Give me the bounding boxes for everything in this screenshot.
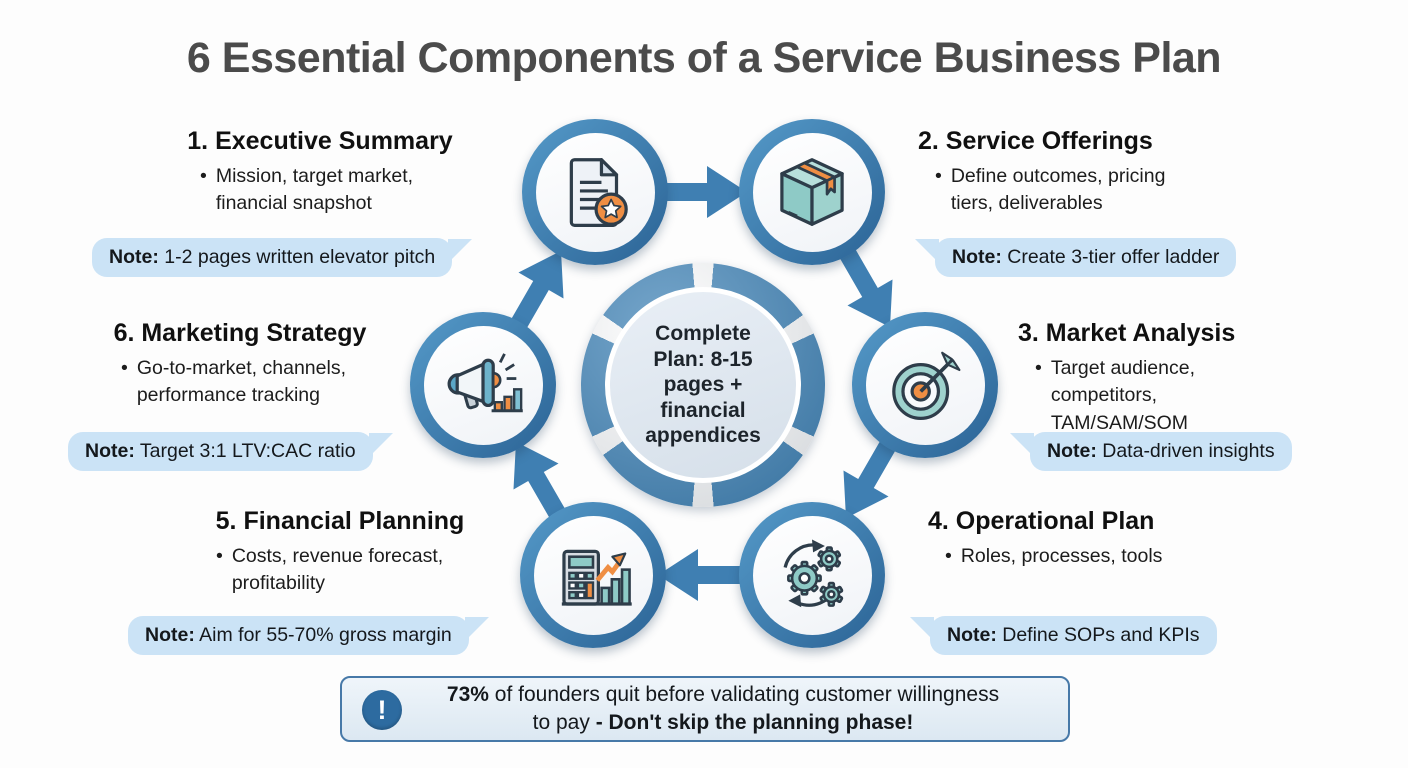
warning-line2: to pay — [532, 711, 596, 734]
warning-text: 73% of founders quit before validating c… — [342, 681, 1068, 738]
arrow-5-to-6-icon — [513, 441, 568, 523]
note-financial-planning: Note: Aim for 55-70% gross margin — [128, 616, 489, 655]
bullet-dot: • — [121, 356, 128, 379]
section-bullet: • Mission, target market, financial snaps… — [200, 163, 440, 218]
section-bullet: • Target audience, competitors, TAM/SAM/S… — [1018, 355, 1293, 438]
note-label: Note: — [1047, 440, 1097, 462]
section-bullet: • Costs, revenue forecast, profitability — [216, 543, 464, 598]
bullet-dot: • — [216, 544, 223, 567]
note-text: 1-2 pages written elevator pitch — [164, 246, 436, 268]
arrow-2-to-3-icon — [838, 246, 893, 328]
section-market-analysis: 3. Market Analysis • Target audience, com… — [1018, 319, 1378, 438]
section-executive-summary: 1. Executive Summary • Mission, target ma… — [140, 127, 500, 218]
megaphone-icon — [447, 353, 523, 413]
bullet-text: Define outcomes, pricing tiers, delivera… — [950, 164, 1166, 215]
bullet-dot: • — [945, 544, 952, 567]
note-label: Note: — [952, 246, 1002, 268]
node-operational-plan — [739, 502, 885, 648]
node-market-analysis — [852, 312, 998, 458]
page-title: 6 Essential Components of a Service Busi… — [186, 34, 1222, 82]
section-heading: 6. Marketing Strategy — [113, 319, 367, 347]
exclamation-icon: ! — [362, 690, 402, 730]
arrow-6-to-1-icon — [509, 250, 564, 332]
note-market-analysis: Note: Data-driven insights — [1010, 432, 1292, 471]
bullet-text: Roles, processes, tools — [960, 544, 1163, 567]
arrow-3-to-4-icon — [843, 437, 898, 519]
hub-inner-circle: Complete Plan: 8-15 pages + financial ap… — [605, 287, 801, 483]
note-label: Note: — [947, 624, 997, 646]
note-text: Target 3:1 LTV:CAC ratio — [139, 440, 356, 462]
node-inner — [865, 325, 985, 445]
bullet-dot: • — [200, 164, 207, 187]
warning-line1: of founders quit before validating custo… — [488, 682, 1000, 706]
bullet-text: Target audience, competitors, TAM/SAM/SO… — [1050, 356, 1196, 434]
note-text: Define SOPs and KPIs — [1002, 624, 1200, 646]
node-marketing-strategy — [410, 312, 556, 458]
node-executive-summary — [522, 119, 668, 265]
bullet-text: Mission, target market, financial snapsh… — [215, 164, 414, 215]
section-service-offerings: 2. Service Offerings • Define outcomes, p… — [918, 127, 1268, 218]
node-financial-planning — [520, 502, 666, 648]
section-heading: 3. Market Analysis — [1018, 319, 1236, 347]
note-text: Data-driven insights — [1102, 440, 1275, 462]
node-inner — [752, 132, 872, 252]
target-arrow-icon — [892, 351, 961, 420]
section-heading: 2. Service Offerings — [918, 127, 1153, 155]
section-marketing-strategy: 6. Marketing Strategy • Go-to-market, cha… — [60, 319, 420, 410]
section-heading: 5. Financial Planning — [215, 507, 465, 535]
hub-text: Complete Plan: 8-15 pages + financial ap… — [645, 321, 761, 448]
note-operational-plan: Note: Define SOPs and KPIs — [910, 616, 1217, 655]
bullet-text: Costs, revenue forecast, profitability — [231, 544, 444, 595]
note-label: Note: — [85, 440, 135, 462]
gears-process-icon — [783, 539, 844, 608]
bullet-dot: • — [935, 164, 942, 187]
arrow-4-to-5-icon — [658, 549, 746, 601]
section-heading: 4. Operational Plan — [928, 507, 1155, 535]
warning-banner: ! 73% of founders quit before validating… — [340, 676, 1070, 742]
warning-emphasis: - Don't skip the planning phase! — [595, 711, 914, 734]
document-star-icon — [569, 158, 628, 227]
section-heading: 1. Executive Summary — [187, 127, 453, 155]
section-bullet: • Roles, processes, tools — [928, 543, 1225, 571]
section-bullet: • Go-to-market, channels, performance tra… — [121, 355, 359, 410]
hub-ring: Complete Plan: 8-15 pages + financial ap… — [581, 263, 825, 507]
node-inner — [535, 132, 655, 252]
calculator-chart-icon — [561, 549, 632, 606]
note-text: Aim for 55-70% gross margin — [199, 624, 452, 646]
arrow-1-to-2-icon — [659, 166, 747, 218]
warning-stat: 73% — [446, 682, 489, 706]
note-executive-summary: Note: 1-2 pages written elevator pitch — [92, 238, 473, 277]
section-operational-plan: 4. Operational Plan • Roles, processes, t… — [928, 507, 1248, 571]
note-service-offerings: Note: Create 3-tier offer ladder — [914, 238, 1237, 277]
note-label: Note: — [145, 624, 195, 646]
bullet-dot: • — [1035, 356, 1042, 379]
section-bullet: • Define outcomes, pricing tiers, deliver… — [918, 163, 1180, 218]
node-inner — [533, 515, 653, 635]
bullet-text: Go-to-market, channels, performance trac… — [136, 356, 346, 407]
node-inner — [423, 325, 543, 445]
node-service-offerings — [739, 119, 885, 265]
package-box-icon — [780, 158, 844, 226]
note-label: Note: — [109, 246, 159, 268]
node-inner — [752, 515, 872, 635]
section-financial-planning: 5. Financial Planning • Costs, revenue fo… — [160, 507, 520, 598]
note-marketing-strategy: Note: Target 3:1 LTV:CAC ratio — [68, 432, 393, 471]
note-text: Create 3-tier offer ladder — [1007, 246, 1220, 268]
